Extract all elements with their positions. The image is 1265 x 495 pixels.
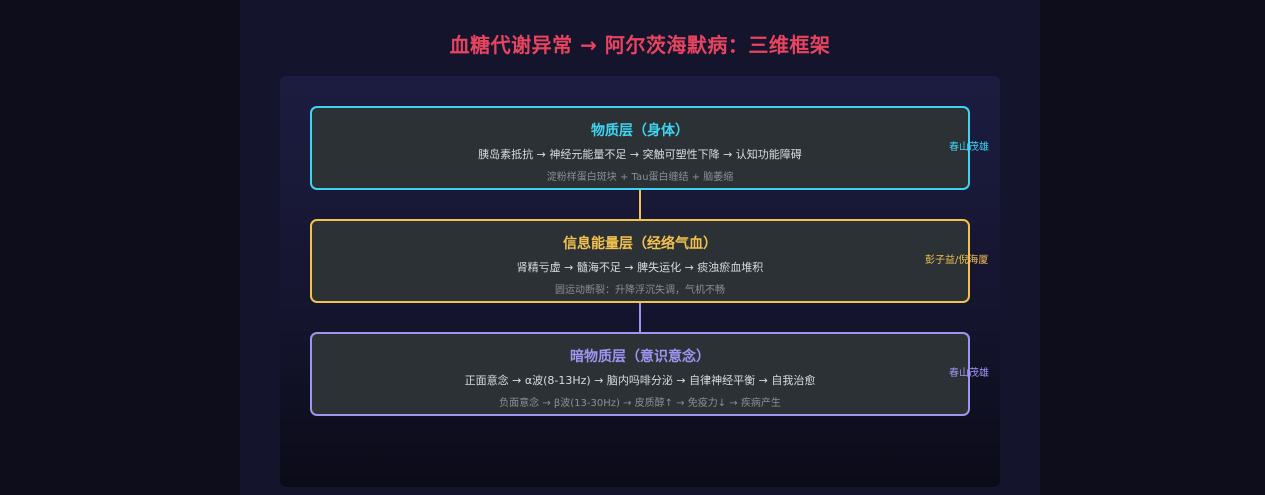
layer-energy: 信息能量层（经络气血） 肾精亏虚 → 髓海不足 → 脾失运化 → 痰浊瘀血堆积 … bbox=[310, 219, 970, 303]
layer-consciousness-chain: 正面意念 → α波(8-13Hz) → 脑内吗啡分泌 → 自律神经平衡 → 自我… bbox=[464, 374, 816, 387]
layer-physical-name: 物质层（身体） bbox=[591, 123, 689, 139]
layer-physical: 物质层（身体） 胰岛素抵抗 → 神经元能量不足 → 突触可塑性下降 → 认知功能… bbox=[310, 106, 970, 190]
connector-physical-to-energy bbox=[639, 190, 641, 220]
layer-consciousness: 暗物质层（意识意念） 正面意念 → α波(8-13Hz) → 脑内吗啡分泌 → … bbox=[310, 332, 970, 416]
framework-stage: 物质层（身体） 胰岛素抵抗 → 神经元能量不足 → 突触可塑性下降 → 认知功能… bbox=[280, 76, 1000, 487]
layer-energy-chain: 肾精亏虚 → 髓海不足 → 脾失运化 → 痰浊瘀血堆积 bbox=[516, 261, 764, 274]
layer-consciousness-note: 负面意念 → β波(13-30Hz) → 皮质醇↑ → 免疫力↓ → 疾病产生 bbox=[499, 398, 781, 409]
layer-physical-source-label: 春山茂雄 bbox=[949, 142, 989, 153]
connector-energy-to-consciousness bbox=[639, 303, 641, 333]
layer-physical-chain: 胰岛素抵抗 → 神经元能量不足 → 突触可塑性下降 → 认知功能障碍 bbox=[478, 148, 802, 161]
layer-energy-source-label: 彭子益/倪海厦 bbox=[925, 255, 989, 266]
diagram-panel: 血糖代谢异常 → 阿尔茨海默病：三维框架 物质层（身体） 胰岛素抵抗 → 神经元… bbox=[240, 0, 1040, 495]
layer-consciousness-name: 暗物质层（意识意念） bbox=[570, 349, 710, 365]
layer-energy-note: 圆运动断裂：升降浮沉失调，气机不畅 bbox=[555, 285, 725, 296]
diagram-title: 血糖代谢异常 → 阿尔茨海默病：三维框架 bbox=[449, 33, 831, 57]
layer-consciousness-source-label: 春山茂雄 bbox=[949, 368, 989, 379]
layer-physical-note: 淀粉样蛋白斑块 + Tau蛋白缠结 + 脑萎缩 bbox=[546, 172, 734, 183]
layer-energy-name: 信息能量层（经络气血） bbox=[563, 236, 717, 252]
